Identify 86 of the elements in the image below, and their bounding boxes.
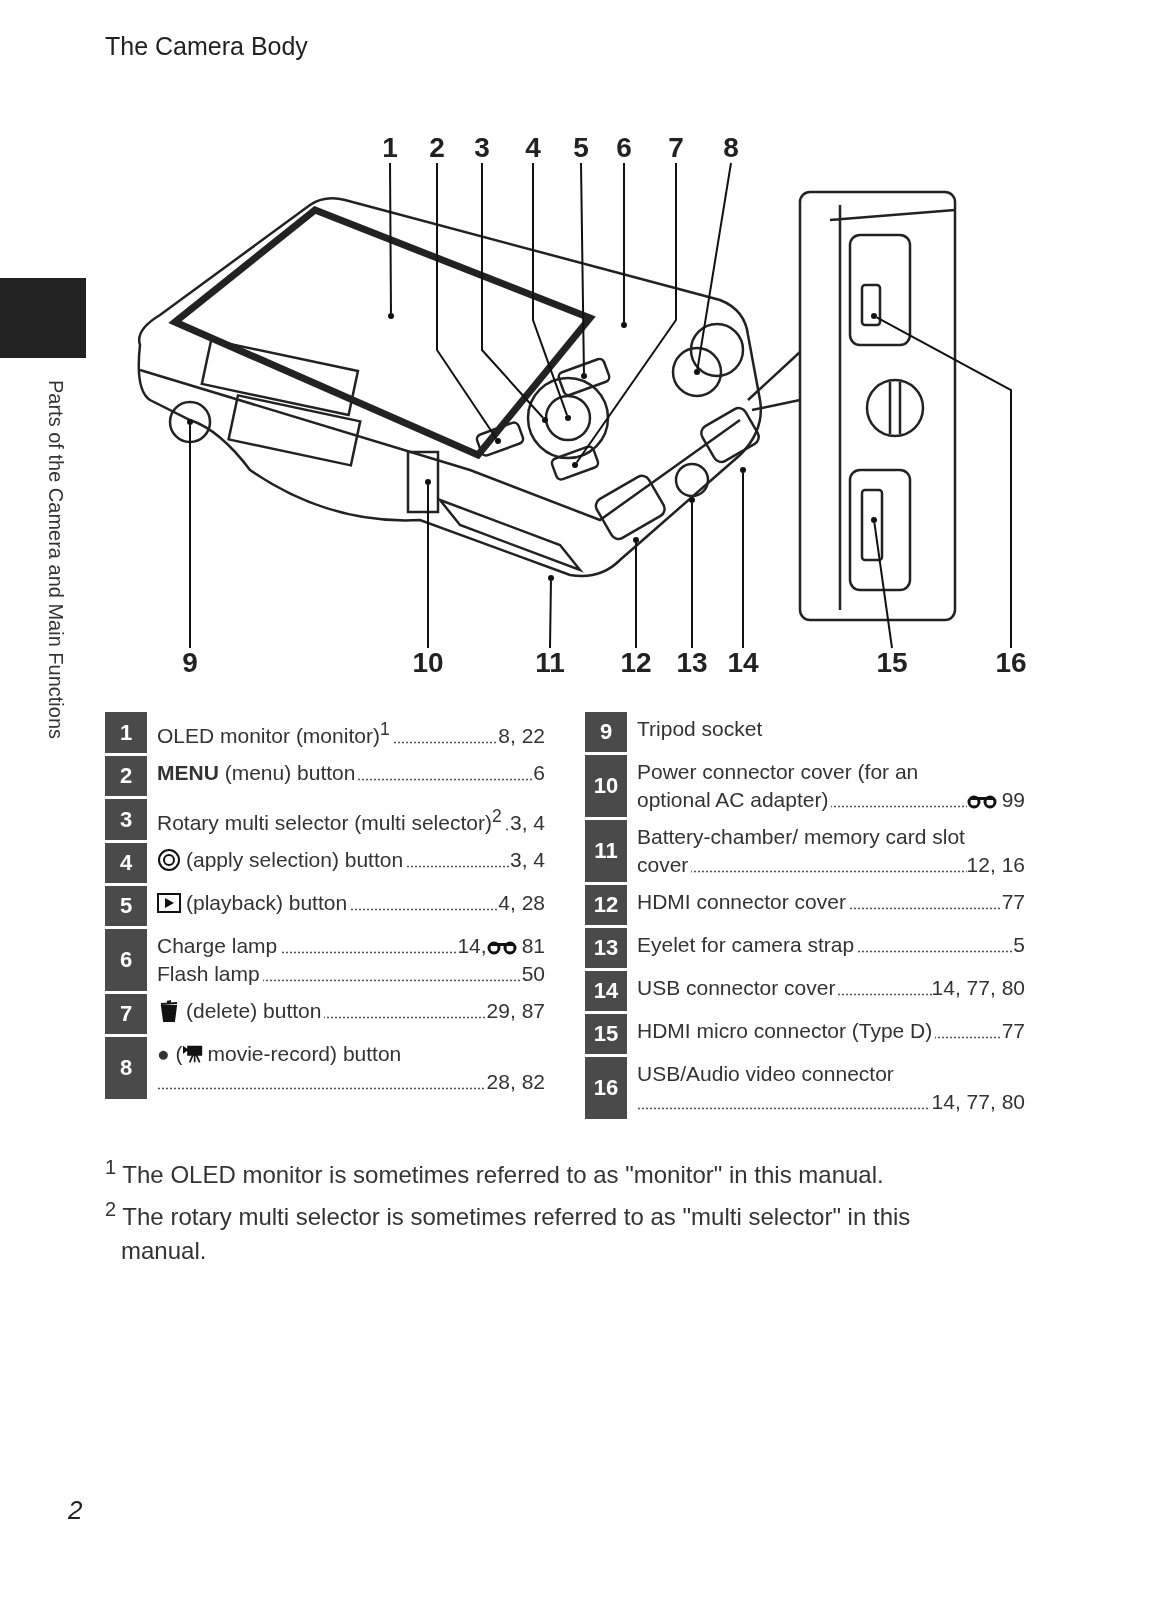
leader-end-dot: [425, 479, 431, 485]
callout-number: 1: [382, 133, 398, 163]
item-number: 3: [105, 799, 147, 840]
page-reference: 77: [1001, 889, 1025, 915]
leader-end-dot: [689, 497, 695, 503]
page-reference: 50: [521, 961, 545, 987]
item-description: USB/Audio video connector: [637, 1061, 894, 1087]
leader-line: [427, 484, 429, 649]
leader-line: [742, 472, 744, 649]
page-reference: 5: [1013, 932, 1025, 958]
leader-end-dot: [871, 313, 877, 319]
callout-number: 11: [535, 648, 565, 678]
section-tab: [0, 278, 86, 358]
footnote: $^{1}$ The OLED monitor is sometimes referred to as "monitor" in this manual.: [105, 1155, 885, 1190]
callout-number: 7: [668, 133, 684, 163]
leader-end-dot: [495, 438, 501, 444]
item-number: 12: [585, 885, 627, 925]
leader-end-dot: [694, 369, 700, 375]
item-number: 16: [585, 1057, 627, 1119]
page-reference: 14,: [457, 933, 487, 959]
item-number: 10: [585, 755, 627, 817]
item-number: 2: [105, 756, 147, 796]
page-reference: 3, 4: [509, 847, 545, 873]
page-reference: 4, 28: [498, 890, 545, 916]
item-description: Tripod socket: [637, 716, 763, 742]
leader-line: [580, 162, 585, 374]
leader-line: [189, 424, 191, 649]
callout-number: 6: [616, 133, 632, 163]
leader-line: [623, 162, 625, 323]
leader-line: [691, 502, 693, 649]
leader-line: [549, 580, 552, 649]
leader-end-dot: [572, 462, 578, 468]
item-number: 14: [585, 971, 627, 1011]
leader-line: [389, 162, 392, 314]
item-description: movie-record) button: [207, 1041, 402, 1067]
item-number: 5: [105, 886, 147, 926]
item-number: 6: [105, 929, 147, 991]
leader-end-dot: [565, 415, 571, 421]
item-number: 8: [105, 1037, 147, 1099]
callout-number: 9: [182, 648, 198, 678]
leader-line: [873, 521, 893, 649]
item-number: 13: [585, 928, 627, 968]
footnote: $^{2}$ The rotary multi selector is sometimes referred to as "multi selector" in this manual.: [105, 1197, 912, 1266]
leader-line: [875, 316, 1012, 649]
page-reference: 99: [1001, 787, 1025, 813]
callout-number: 12: [620, 648, 652, 678]
callout-number: 3: [474, 133, 490, 163]
page-reference: 81: [521, 933, 545, 959]
page-reference: 14, 77, 80: [931, 975, 1025, 1001]
callout-number: 2: [429, 133, 445, 163]
leader-end-dot: [740, 467, 746, 473]
leader-line: [481, 162, 544, 419]
callout-number: 15: [876, 648, 908, 678]
page-reference: 12, 16: [966, 852, 1025, 878]
leader-end-dot: [542, 417, 548, 423]
leader-end-dot: [187, 419, 193, 425]
item-number: 15: [585, 1014, 627, 1054]
leader-line: [436, 162, 498, 440]
item-number: 1: [105, 712, 147, 753]
leader-line: [532, 162, 568, 417]
callout-number: 5: [573, 133, 589, 163]
item-number: 7: [105, 994, 147, 1034]
page-reference: 29, 87: [486, 998, 545, 1024]
leader-end-dot: [633, 537, 639, 543]
leader-end-dot: [621, 322, 627, 328]
page-reference: 3, 4: [509, 810, 545, 836]
item-number: 4: [105, 843, 147, 883]
leader-end-dot: [548, 575, 554, 581]
page-header: The Camera Body: [105, 32, 308, 61]
leader-end-dot: [581, 373, 587, 379]
page-reference: 6: [533, 760, 545, 786]
item-description: ● (: [157, 1041, 183, 1067]
callout-number: 8: [723, 133, 739, 163]
leader-end-dot: [388, 313, 394, 319]
callout-number: 13: [676, 648, 708, 678]
item-number: 11: [585, 820, 627, 882]
item-number: 9: [585, 712, 627, 752]
callout-number: 16: [995, 648, 1027, 678]
page-reference: 8, 22: [498, 723, 545, 749]
leader-end-dot: [871, 517, 877, 523]
page-reference: 77: [1001, 1018, 1025, 1044]
callout-number: 4: [525, 133, 541, 163]
page-number: 2: [68, 1495, 83, 1526]
callout-number: 10: [412, 648, 444, 678]
section-title: Parts of the Camera and Main Functions: [44, 380, 67, 740]
callout-number: 14: [727, 648, 759, 678]
